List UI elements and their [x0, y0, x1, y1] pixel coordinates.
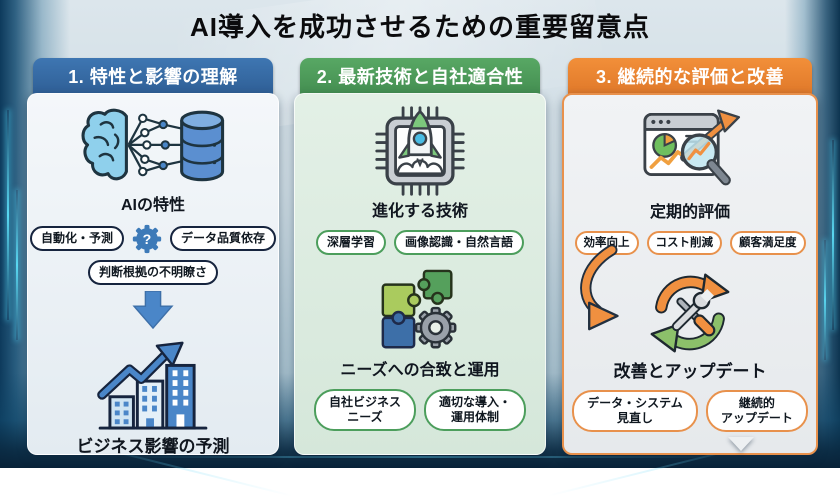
column2-tag-row2: 自社ビジネス ニーズ 適切な導入・ 運用体制 — [313, 388, 527, 431]
column3-tag-row2: データ・システム 見直し 継続的 アップデート — [572, 390, 808, 433]
tag-own-business-needs: 自社ビジネス ニーズ — [313, 388, 416, 431]
curved-orange-arrow-icon — [576, 244, 642, 342]
column1-tag-row2: 判断根拠の不明瞭さ — [87, 259, 218, 285]
tag-data-quality-dependence: データ品質依存 — [170, 226, 277, 252]
tag-customer-satisfaction: 顧客満足度 — [730, 230, 806, 256]
column1-card: AIの特性 自動化・予測 ? データ品質依存 判断根拠の不明瞭さ — [27, 93, 279, 456]
tag-deep-learning: 深層学習 — [315, 229, 386, 255]
column2-header: 2. 最新技術と自社適合性 — [300, 58, 540, 94]
column1-header: 1. 特性と影響の理解 — [33, 58, 273, 94]
column1-caption-top: AIの特性 — [120, 197, 185, 214]
column3-caption-top: 定期的評価 — [649, 204, 730, 221]
column3-card: 定期的評価 効率向上 コスト削減 顧客満足度 改善 — [562, 93, 818, 455]
column2-caption-bottom: ニーズへの合致と運用 — [340, 361, 500, 379]
column2-caption-top: 進化する技術 — [371, 203, 468, 220]
dashboard-magnifier-icon — [628, 105, 752, 199]
floor-grid-line — [120, 456, 720, 458]
tag-cost-reduction: コスト削減 — [646, 230, 722, 256]
glow-line — [16, 190, 18, 340]
column2-tag-row: 深層学習 画像認識・自然言語 — [315, 229, 525, 255]
tag-continuous-update: 継続的 アップデート — [705, 390, 808, 433]
glow-line — [7, 110, 9, 320]
puzzle-gear-icon — [371, 267, 469, 357]
down-arrow-icon — [131, 290, 175, 334]
column3-tag-row: 効率向上 コスト削減 顧客満足度 — [574, 230, 806, 256]
glow-line — [824, 240, 826, 360]
tag-proper-deployment: 適切な導入・ 運用体制 — [424, 388, 527, 431]
tag-unclear-judgement-basis: 判断根拠の不明瞭さ — [87, 259, 218, 285]
column2-card: 進化する技術 深層学習 画像認識・自然言語 — [294, 93, 546, 455]
buildings-growth-arrow-icon — [93, 338, 213, 432]
column1-tag-row: 自動化・予測 ? データ品質依存 — [29, 224, 277, 254]
column3-header: 3. 継続的な評価と改善 — [568, 58, 812, 94]
tag-image-nlp: 画像認識・自然言語 — [394, 229, 525, 255]
column1-caption-bottom: ビジネス影響の予測 — [76, 436, 230, 456]
column3-caption-bottom: 改善とアップデート — [613, 362, 767, 382]
tag-automation-prediction: 自動化・予測 — [29, 226, 124, 252]
tag-data-system-review: データ・システム 見直し — [572, 390, 698, 433]
svg-text:?: ? — [143, 232, 152, 248]
page-title: AI導入を成功させるための重要留意点 — [189, 12, 650, 42]
card-corner-tail — [728, 437, 754, 451]
brain-network-database-icon — [77, 104, 229, 192]
glow-line — [832, 140, 834, 330]
gear-question-icon: ? — [132, 224, 162, 254]
cycle-tools-icon — [642, 269, 738, 357]
chip-rocket-icon — [372, 104, 468, 198]
